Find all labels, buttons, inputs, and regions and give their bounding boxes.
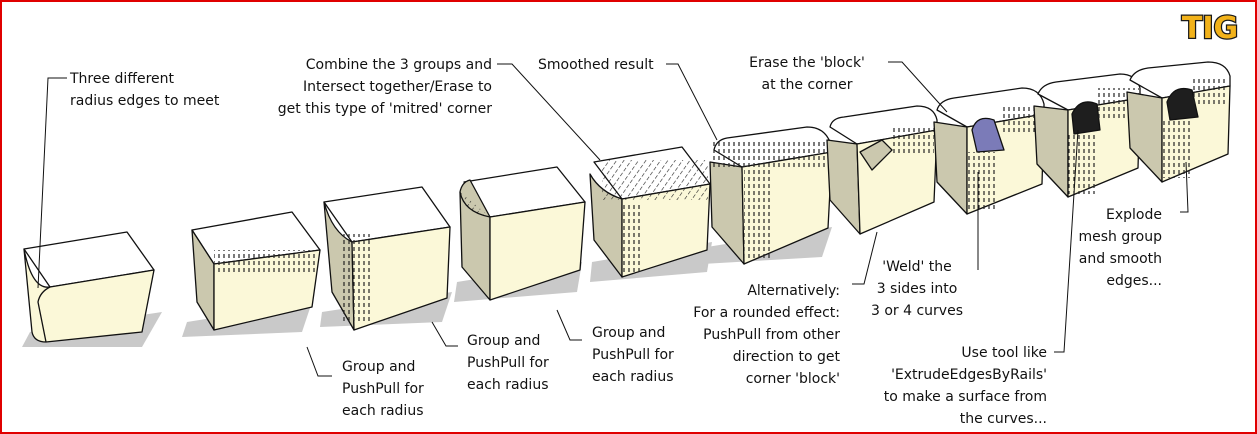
annotation-line: Use tool like (961, 345, 1047, 361)
annotation-line: Alternatively: (747, 283, 840, 299)
annotation-line: the curves... (959, 411, 1047, 427)
annotation-line: 3 sides into (876, 281, 958, 297)
cube-10 (1126, 61, 1231, 183)
annotation-line: mesh group (1078, 229, 1162, 245)
tig-logo-text: TIG (1182, 11, 1238, 46)
annotation-step5: Combine the 3 groups and Intersect toget… (252, 54, 492, 120)
cube-1 (23, 231, 155, 343)
annotation-line: Explode (1106, 207, 1162, 223)
annotation-line: at the corner (761, 77, 853, 93)
cube-3 (323, 186, 451, 331)
tig-logo-mark: TIG (1181, 10, 1240, 46)
annotation-line: corner 'block' (745, 371, 840, 387)
cube-9 (1033, 73, 1141, 198)
annotation-line: For a rounded effect: (693, 305, 840, 321)
annotation-line: Group and (592, 325, 666, 341)
annotation-step3: Group and PushPull for each radius (467, 330, 549, 396)
annotation-line: 'Weld' the (882, 259, 952, 275)
annotation-line: PushPull for (467, 355, 549, 371)
annotation-line: edges... (1106, 273, 1162, 289)
annotation-line: Group and (342, 359, 416, 375)
cube-4 (459, 166, 586, 301)
annotation-line: PushPull from other (703, 327, 840, 343)
annotation-line: PushPull for (342, 381, 424, 397)
annotation-line: get this type of 'mitred' corner (277, 101, 492, 117)
annotation-step7: Erase the 'block' at the corner (737, 52, 877, 96)
annotation-step8: Alternatively: For a rounded effect: Pus… (672, 280, 840, 390)
annotation-step6: Smoothed result (538, 54, 654, 76)
annotation-step9: 'Weld' the 3 sides into 3 or 4 curves (867, 256, 967, 322)
annotation-line: PushPull for (592, 347, 674, 363)
annotation-line: Smoothed result (538, 57, 654, 73)
annotation-line: 3 or 4 curves (870, 303, 963, 319)
tig-logo: TIG (1174, 6, 1246, 46)
annotation-line: Combine the 3 groups and (305, 57, 492, 73)
annotation-line: to make a surface from (883, 389, 1047, 405)
annotation-line: Group and (467, 333, 541, 349)
annotation-line: Intersect together/Erase to (303, 79, 492, 95)
annotation-line: Erase the 'block' (749, 55, 865, 71)
cube-8 (933, 87, 1045, 215)
cube-6 (709, 126, 833, 265)
annotation-step11: Explode mesh group and smooth edges... (1062, 204, 1162, 292)
annotation-step2: Group and PushPull for each radius (342, 356, 424, 422)
annotation-line: each radius (467, 377, 549, 393)
annotation-line: each radius (342, 403, 424, 419)
cube-7 (826, 105, 938, 235)
annotation-line: 'ExtrudeEdgesByRails' (891, 367, 1047, 383)
annotation-step4: Group and PushPull for each radius (592, 322, 674, 388)
annotation-line: radius edges to meet (70, 93, 220, 109)
annotation-line: and smooth (1078, 251, 1162, 267)
cube-5 (589, 146, 711, 278)
cube-2 (191, 211, 321, 331)
annotation-step1: Three different radius edges to meet (70, 68, 219, 112)
leader-lines (37, 61, 1189, 377)
annotation-step10: Use tool like 'ExtrudeEdgesByRails' to m… (857, 342, 1047, 430)
annotation-line: Three different (70, 71, 175, 87)
annotation-line: direction to get (732, 349, 840, 365)
annotation-line: each radius (592, 369, 674, 385)
